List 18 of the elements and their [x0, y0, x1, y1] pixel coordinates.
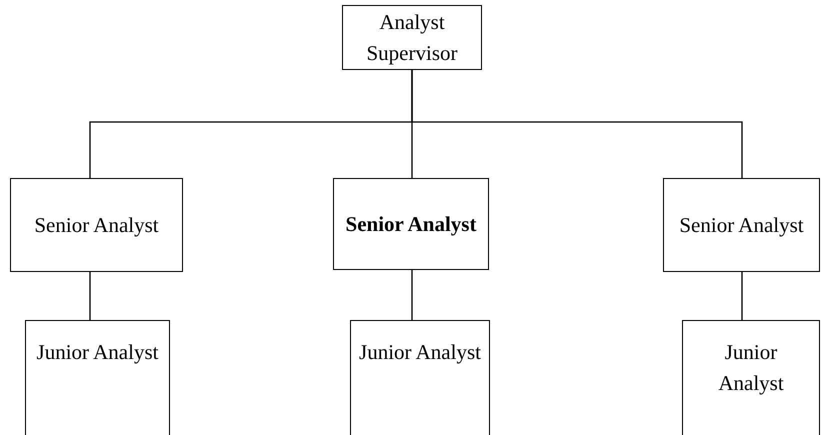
role-label: Senior Analyst	[678, 212, 805, 238]
role-label: Junior Analyst	[36, 339, 160, 366]
org-box	[333, 178, 489, 270]
org-box	[350, 320, 490, 435]
connector-line	[89, 272, 91, 320]
org-box	[682, 320, 820, 435]
role-label: Senior Analyst	[344, 210, 478, 238]
org-box	[342, 5, 482, 70]
role-label: Analyst Supervisor	[366, 8, 458, 66]
connector-line	[411, 70, 743, 178]
connector-line	[411, 270, 413, 320]
org-box	[663, 178, 820, 272]
role-label: Junior Analyst	[358, 339, 482, 366]
connector-line	[741, 272, 743, 320]
org-box	[25, 320, 170, 435]
role-label: Junior Analyst	[717, 339, 785, 397]
role-label: Senior Analyst	[33, 212, 160, 238]
org-box	[10, 178, 183, 272]
